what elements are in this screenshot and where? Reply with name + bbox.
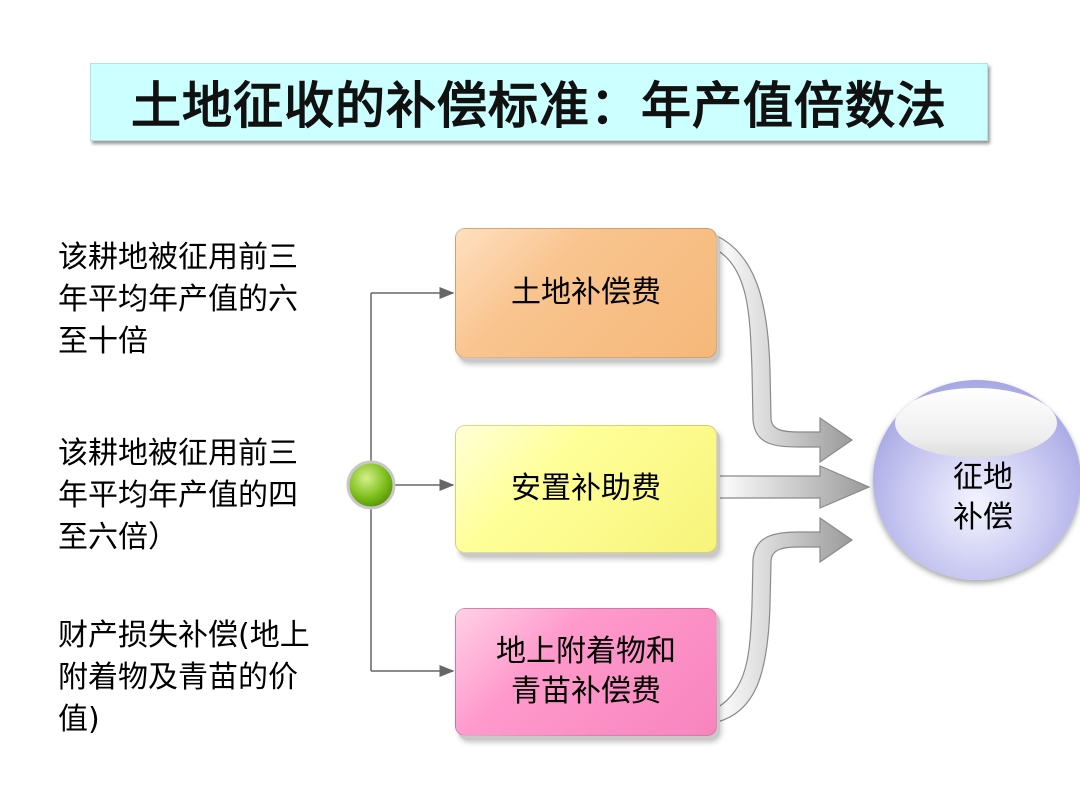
box-label: 地上附着物和: [496, 634, 676, 669]
attachment-compensation-box: 地上附着物和 青苗补偿费: [455, 608, 717, 736]
description-line: 至十倍: [58, 324, 148, 359]
description-resettlement-subsidy: 该耕地被征用前三 年平均年产值的四 至六倍）: [58, 433, 358, 559]
upper-flow-arrow: [716, 235, 854, 464]
description-line: 至六倍）: [58, 520, 178, 555]
title-banner: 土地征收的补偿标准：年产值倍数法: [90, 63, 988, 141]
land-compensation-box: 土地补偿费: [455, 228, 717, 358]
description-line: 年平均年产值的四: [58, 478, 298, 513]
box-label: 安置补助费: [511, 471, 661, 506]
box-label: 土地补偿费: [511, 275, 661, 310]
description-attachment-compensation: 财产损失补偿(地上 附着物及青苗的价 值): [58, 615, 358, 741]
description-line: 值): [58, 702, 100, 737]
result-sphere: 征地 补偿: [873, 380, 1080, 580]
flow-arrows: [716, 235, 871, 723]
description-line: 该耕地被征用前三: [58, 240, 298, 275]
sphere-highlight: [895, 388, 1057, 458]
description-land-compensation: 该耕地被征用前三 年平均年产值的六 至十倍: [58, 237, 358, 363]
box-label: 青苗补偿费: [511, 674, 661, 709]
green-hub-dot: [346, 460, 396, 510]
description-line: 年平均年产值的六: [58, 282, 298, 317]
description-line: 财产损失补偿(地上: [58, 618, 310, 653]
result-label: 征地 补偿: [953, 460, 1013, 535]
description-line: 该耕地被征用前三: [58, 436, 298, 471]
page-title: 土地征收的补偿标准：年产值倍数法: [131, 77, 947, 135]
middle-flow-arrow: [716, 465, 871, 509]
description-line: 附着物及青苗的价: [58, 660, 298, 695]
lower-flow-arrow: [716, 516, 854, 723]
resettlement-subsidy-box: 安置补助费: [455, 425, 717, 553]
